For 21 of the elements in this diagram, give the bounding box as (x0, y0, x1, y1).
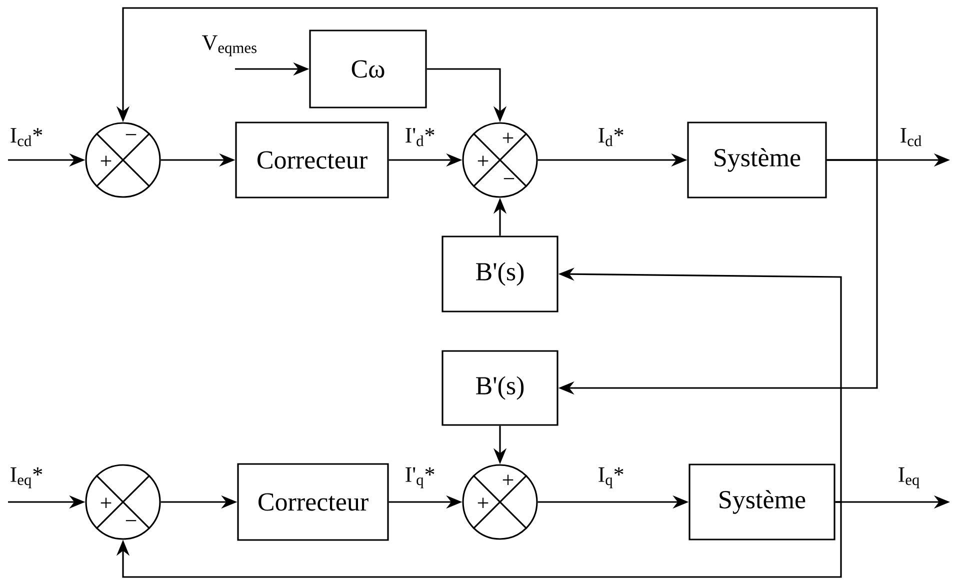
summing-junction: + + (462, 464, 538, 540)
block-box: Correcteur (235, 122, 389, 198)
summing-junction: + − (85, 464, 161, 540)
edge-label: I$_{cd}$ (898, 127, 924, 148)
block-box: Système (687, 122, 827, 198)
edge-label: I'$_{q}$* (404, 466, 436, 490)
edge-label: I$_{eq}$ (896, 466, 922, 490)
block-box: Système (688, 464, 836, 540)
edge-label: I$_{cd}$* (8, 127, 44, 148)
block-box: B'(s) (442, 350, 558, 426)
block-box: Cω (309, 30, 427, 108)
edge-label: I$_{q}$* (596, 466, 626, 490)
edge-label: I$_{eq}$* (8, 466, 44, 490)
edge-label: I'$_{d}$* (404, 127, 436, 148)
summing-junction: + − (85, 122, 161, 198)
block-box: B'(s) (442, 236, 558, 312)
block-box: Correcteur (237, 463, 389, 541)
summing-junction: + + − (462, 122, 538, 198)
arrow (116, 501, 842, 578)
edge-label: I$_{d}$* (596, 127, 626, 148)
edge-label: V$_{eqmes}$ (200, 34, 259, 58)
